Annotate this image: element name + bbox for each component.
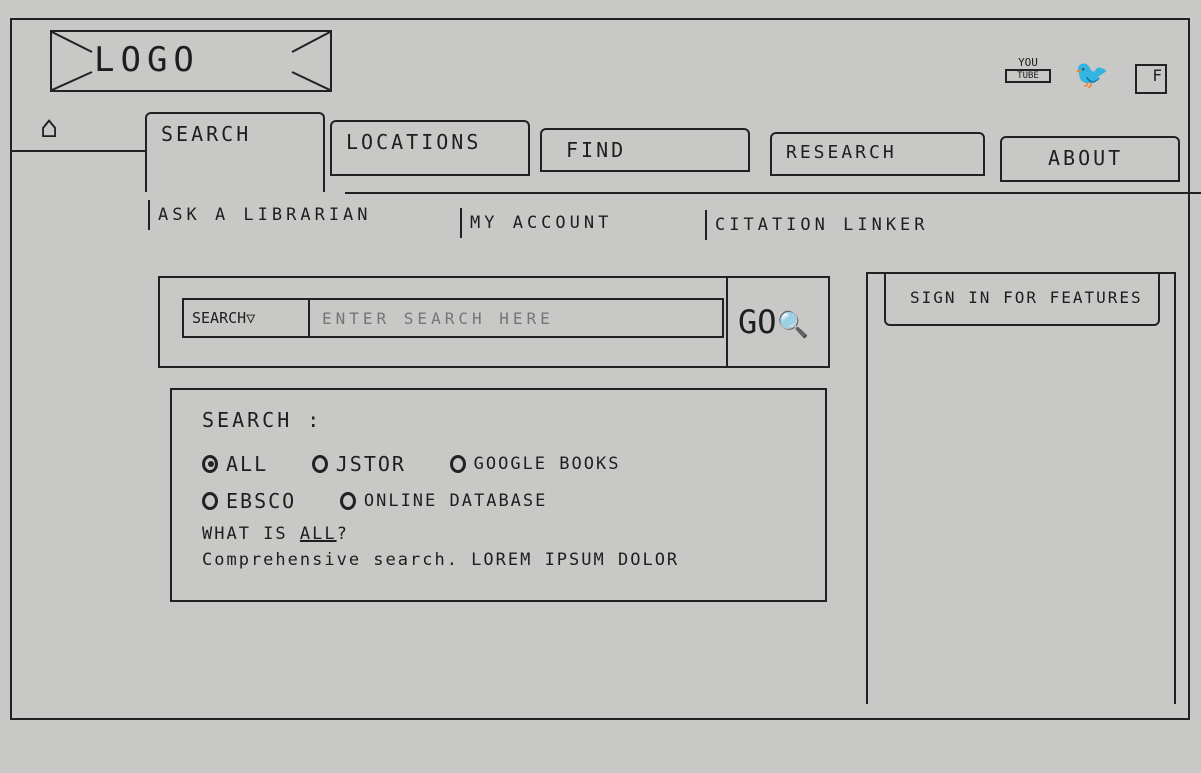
radio-all[interactable]: ALL xyxy=(202,452,268,476)
logo[interactable]: LOGO xyxy=(50,30,332,92)
tab-search[interactable]: SEARCH xyxy=(145,112,325,192)
search-options-heading: SEARCH : xyxy=(202,408,323,432)
subnav-my-account[interactable]: MY ACCOUNT xyxy=(460,208,612,238)
subnav-ask-a-librarian[interactable]: ASK A LIBRARIAN xyxy=(148,200,372,230)
tab-find[interactable]: FIND xyxy=(540,128,750,172)
go-button[interactable]: GO🔍 xyxy=(726,278,828,366)
radio-checked-icon xyxy=(202,455,218,473)
go-label: GO xyxy=(738,303,777,341)
search-scope-value: SEARCH xyxy=(192,309,247,327)
nav-baseline xyxy=(345,192,1201,194)
subnav-citation-linker[interactable]: CITATION LINKER xyxy=(705,210,929,240)
sidebar xyxy=(866,272,1176,704)
tab-locations[interactable]: LOCATIONS xyxy=(330,120,530,176)
radio-google-books[interactable]: GOOGLE BOOKS xyxy=(449,454,621,474)
magnifier-icon: 🔍 xyxy=(776,310,809,340)
home-icon[interactable]: ⌂ xyxy=(40,110,59,145)
radio-icon xyxy=(311,455,328,473)
page-frame xyxy=(10,18,1190,720)
radio-icon xyxy=(339,492,356,510)
radio-jstor[interactable]: JSTOR xyxy=(311,452,406,476)
search-input[interactable] xyxy=(310,298,724,338)
nav-baseline xyxy=(10,150,145,152)
radio-icon xyxy=(449,455,466,473)
radio-ebsco[interactable]: EBSCO xyxy=(202,489,296,513)
radio-icon xyxy=(202,492,218,510)
search-bar: SEARCH▽ GO🔍 xyxy=(158,276,830,368)
chevron-down-icon: ▽ xyxy=(246,309,256,327)
facebook-icon[interactable]: F xyxy=(1135,64,1167,94)
sign-in-button[interactable]: SIGN IN FOR FEATURES xyxy=(884,272,1160,326)
search-scope-select[interactable]: SEARCH▽ xyxy=(182,298,310,338)
radio-online-database[interactable]: ONLINE DATABASE xyxy=(339,491,548,511)
help-term-link[interactable]: ALL xyxy=(299,524,337,544)
help-description: Comprehensive search. LOREM IPSUM DOLOR xyxy=(202,550,680,570)
tab-about[interactable]: ABOUT xyxy=(1000,136,1180,182)
tab-research[interactable]: RESEARCH xyxy=(770,132,985,176)
logo-placeholder-icon xyxy=(52,32,330,90)
logo-text: LOGO xyxy=(94,40,200,80)
search-options-panel: SEARCH : ALL JSTOR GOOGLE BOOKS EBSCO ON… xyxy=(170,388,827,602)
help-question: WHAT IS ALL? xyxy=(202,524,349,544)
twitter-icon[interactable]: 🐦 xyxy=(1074,58,1109,91)
